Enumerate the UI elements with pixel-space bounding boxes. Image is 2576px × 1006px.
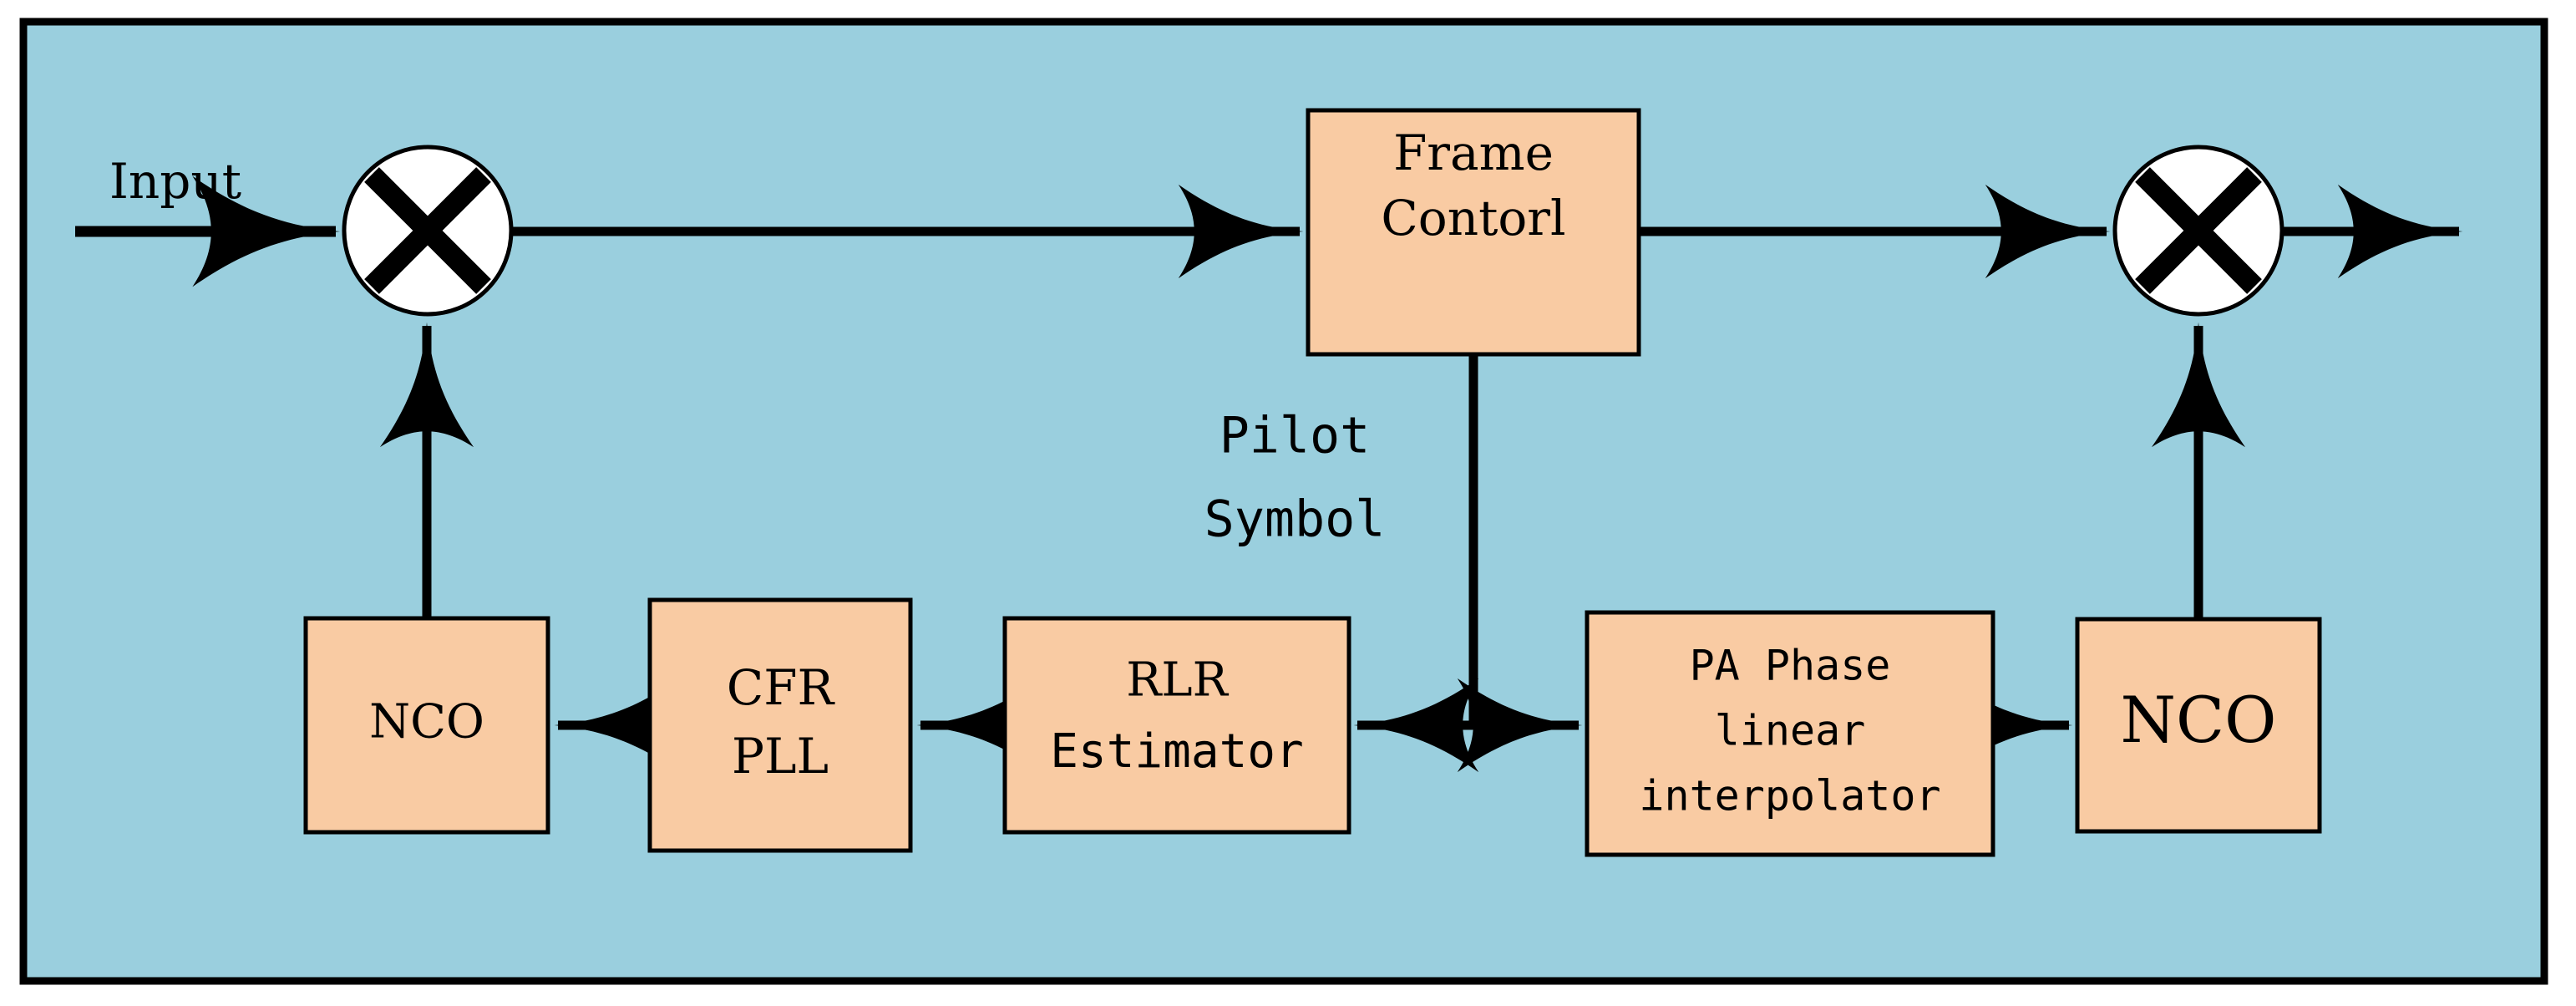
nco-right-label: NCO (2121, 683, 2277, 757)
frame-control-label-line2: Contorl (1381, 190, 1565, 246)
nco-left-label: NCO (369, 695, 484, 749)
mixer-left[interactable] (342, 145, 514, 317)
pa-phase-label-line2: linear (1715, 707, 1866, 755)
input-label: Input (109, 153, 241, 210)
rlr-estimator-block[interactable]: RLR Estimator (1002, 616, 1351, 835)
mixer-right[interactable] (2112, 145, 2284, 317)
mixer-right-cross-icon (2135, 167, 2262, 294)
pilot-symbol-label-line1: Pilot (1220, 407, 1371, 465)
frame-control-block[interactable]: Frame Contorl (1306, 108, 1641, 357)
pa-phase-label-line3: interpolator (1639, 772, 1940, 821)
frame-control-label-line1: Frame (1393, 124, 1554, 181)
pa-phase-label-line1: PA Phase (1690, 642, 1891, 690)
pa-phase-linear-interpolator-block[interactable]: PA Phase linear interpolator (1585, 610, 1995, 857)
nco-right-block[interactable]: NCO (2075, 617, 2322, 834)
cfr-pll-label-line2: PLL (732, 728, 829, 785)
mixer-left-cross-icon (364, 167, 491, 294)
nco-left-block[interactable]: NCO (303, 616, 550, 835)
rlr-estimator-label-line2: Estimator (1050, 724, 1303, 779)
cfr-pll-block[interactable]: CFR PLL (647, 597, 913, 853)
pilot-symbol-label-line2: Symbol (1204, 490, 1386, 549)
rlr-estimator-label-line1: RLR (1126, 653, 1229, 708)
cfr-pll-label-line1: CFR (727, 659, 836, 716)
